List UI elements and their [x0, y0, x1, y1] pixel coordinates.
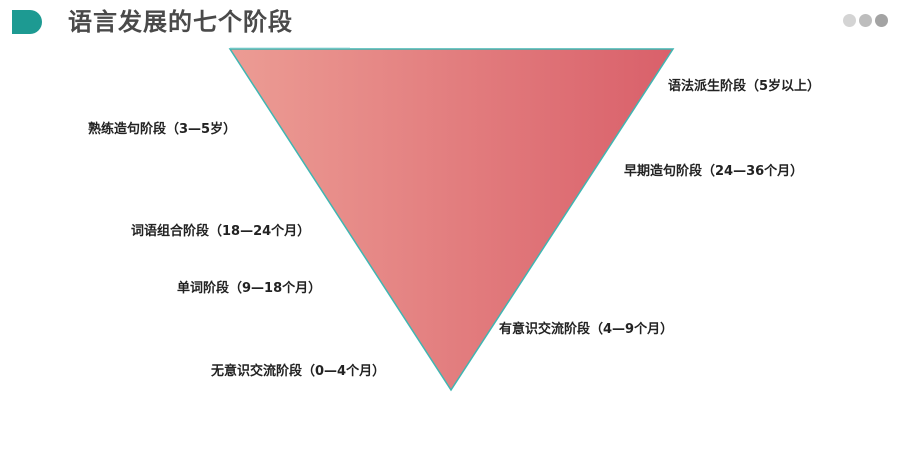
stage-label-5: 早期造句阶段（24—36个月） [624, 164, 804, 179]
stage-label-4: 词语组合阶段（18—24个月） [131, 224, 311, 239]
inverted-triangle-shape [228, 48, 675, 392]
dot-icon [875, 14, 888, 27]
page-title: 语言发展的七个阶段 [68, 8, 293, 36]
dot-icon [859, 14, 872, 27]
stage-label-6: 熟练造句阶段（3—5岁） [88, 122, 237, 137]
stage-label-1: 无意识交流阶段（0—4个月） [211, 364, 386, 379]
stage-label-2: 有意识交流阶段（4—9个月） [499, 322, 674, 337]
dot-icon [843, 14, 856, 27]
decorative-dots [843, 14, 888, 27]
title-divider [230, 47, 350, 48]
stage-label-7: 语法派生阶段（5岁以上） [668, 79, 821, 94]
title-marker-icon [12, 10, 42, 34]
stage-label-3: 单词阶段（9—18个月） [177, 281, 322, 296]
